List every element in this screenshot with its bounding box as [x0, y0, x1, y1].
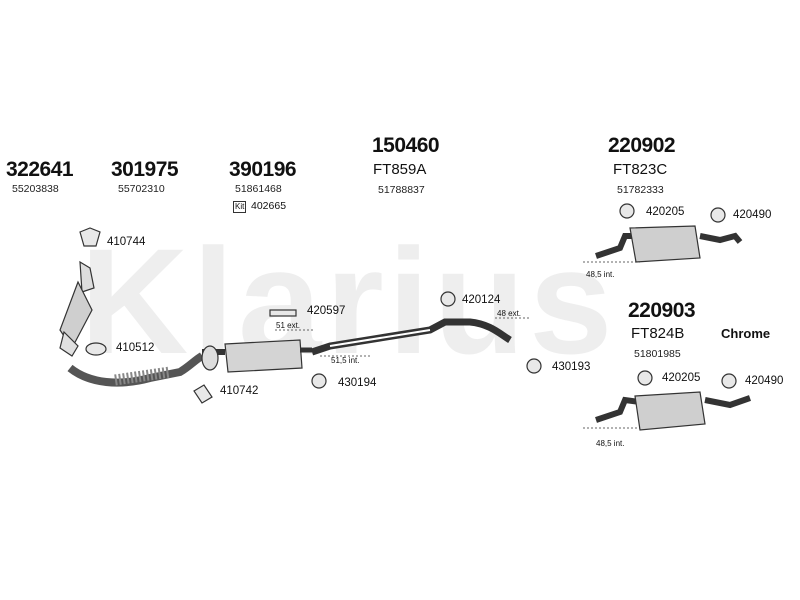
- reference-code: FT859A: [373, 161, 427, 178]
- fitting-number: 410742: [220, 385, 259, 397]
- fitting-number: 410512: [116, 342, 155, 354]
- fitting-number: 420124: [462, 294, 501, 306]
- fitting-number: 430193: [552, 361, 591, 373]
- kit-part-number: 402665: [251, 200, 287, 212]
- fitting-number: 420205: [662, 372, 701, 384]
- dimension-label: 48,5 int.: [586, 270, 615, 279]
- middle-silencer-drawing: [201, 339, 312, 373]
- dimension-label: 48,5 int.: [596, 439, 625, 448]
- rear-silencer-top-drawing: [595, 225, 743, 263]
- dimension-label: 48 ext.: [497, 309, 522, 318]
- reference-code: FT823C: [613, 161, 668, 178]
- fitting-icons: [79, 203, 737, 404]
- tail-pipe-drawing: [310, 318, 512, 356]
- fitting-number: 420490: [745, 375, 784, 387]
- oem-number: 51782333: [617, 184, 664, 196]
- fitting-number: 410744: [107, 236, 146, 248]
- reference-code: FT824B: [631, 325, 685, 342]
- catalytic-converter-drawing: [59, 260, 95, 357]
- variant-label: Chrome: [721, 326, 771, 341]
- part-number-220903: 220903: [628, 299, 696, 322]
- part-number-322641: 322641: [6, 158, 74, 181]
- part-number-301975: 301975: [111, 158, 179, 181]
- dimension-label: 51 ext.: [276, 321, 301, 330]
- dimension-lines: [275, 261, 640, 429]
- fitting-number: 420205: [646, 206, 685, 218]
- part-number-220902: 220902: [608, 134, 676, 157]
- oem-number: 51801985: [634, 348, 681, 360]
- brand-watermark: Klarius: [80, 217, 617, 385]
- flex-pipe-drawing: [67, 352, 205, 387]
- fitting-number: 430194: [338, 377, 377, 389]
- oem-number: 51861468: [235, 183, 282, 195]
- part-number-390196: 390196: [229, 158, 297, 181]
- oem-number: 55702310: [118, 183, 165, 195]
- kit-badge: Kit: [233, 201, 247, 213]
- oem-number: 51788837: [378, 184, 425, 196]
- oem-number: 55203838: [12, 183, 59, 195]
- fitting-number: 420597: [307, 305, 346, 317]
- rear-silencer-bottom-drawing: [595, 391, 751, 431]
- part-number-150460: 150460: [372, 134, 440, 157]
- dimension-label: 51,5 int.: [331, 356, 360, 365]
- fitting-number: 420490: [733, 209, 772, 221]
